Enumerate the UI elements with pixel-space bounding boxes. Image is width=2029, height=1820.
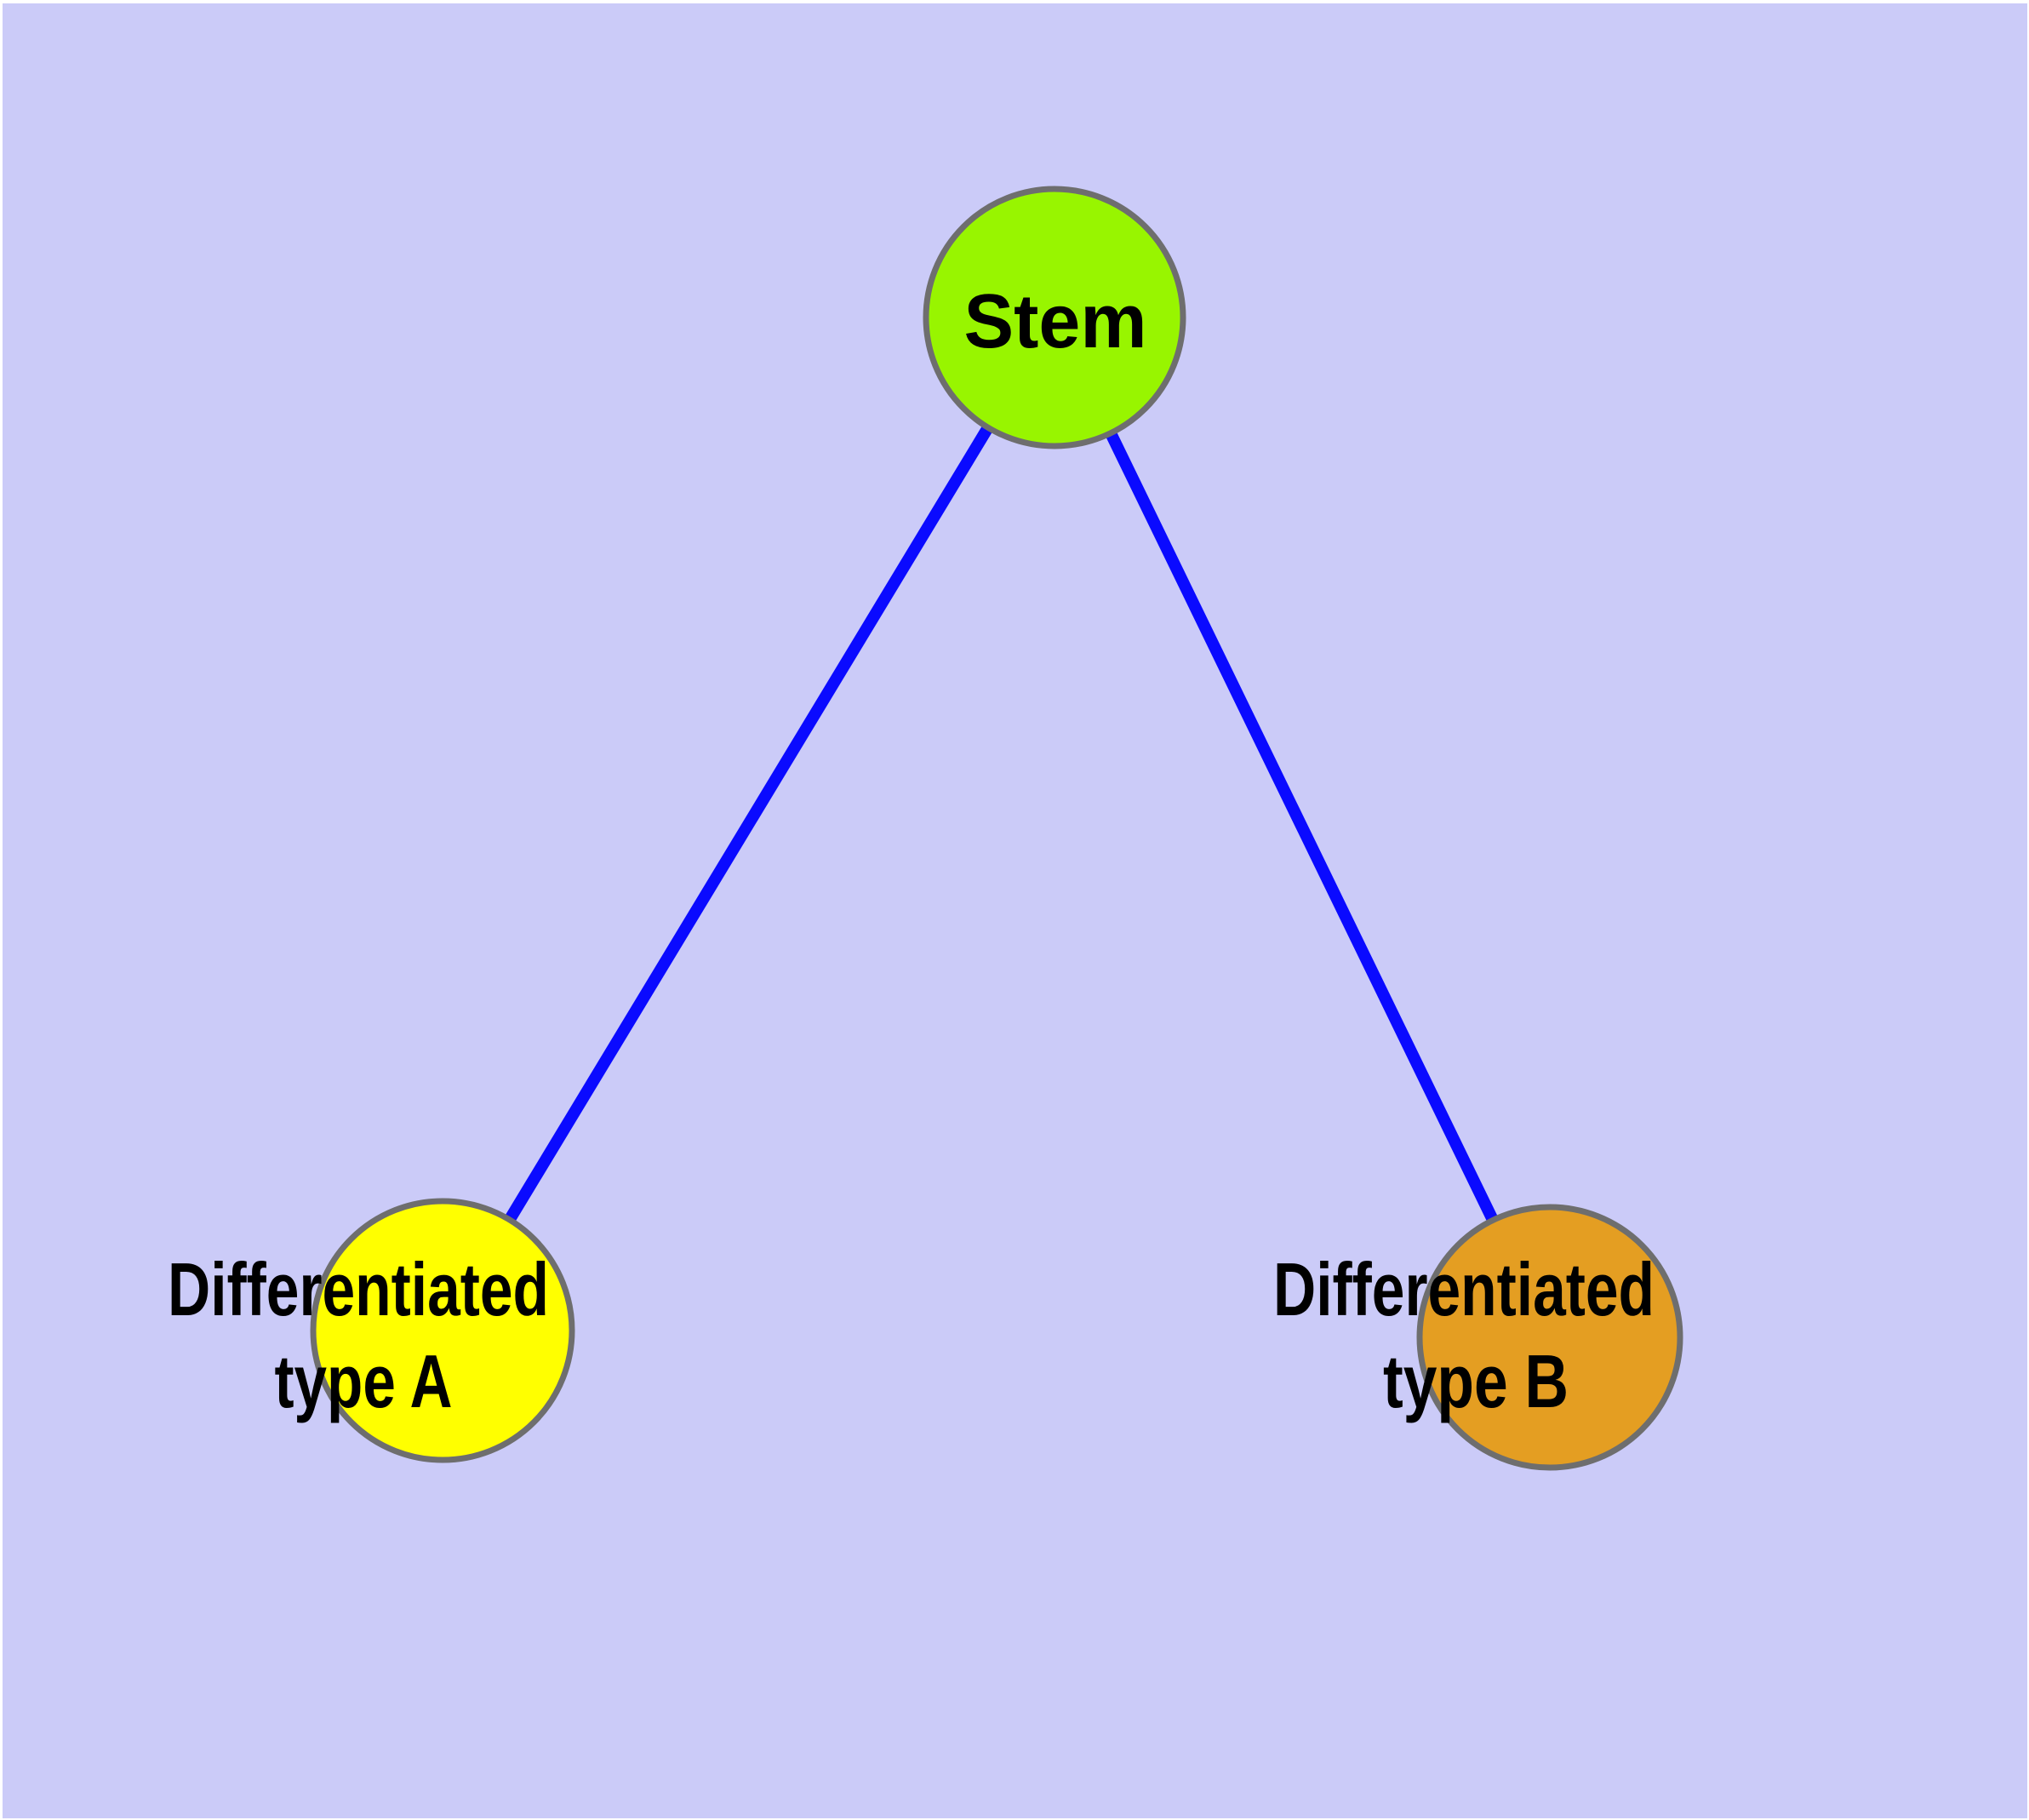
node-type-b-label-line1: Differentiated xyxy=(1273,1247,1655,1331)
node-type-b-label-line2: type B xyxy=(1383,1339,1569,1423)
node-differentiated-type-a xyxy=(310,1198,575,1463)
edge-stem-to-type-b xyxy=(1049,314,1556,1341)
node-differentiated-type-b xyxy=(1416,1204,1683,1471)
node-stem xyxy=(923,186,1186,449)
node-stem-label: Stem xyxy=(964,279,1147,364)
node-type-a-label-line1: Differentiated xyxy=(168,1247,549,1331)
node-type-a-label-line2: type A xyxy=(275,1339,453,1423)
edge-stem-to-type-a xyxy=(437,314,1060,1334)
